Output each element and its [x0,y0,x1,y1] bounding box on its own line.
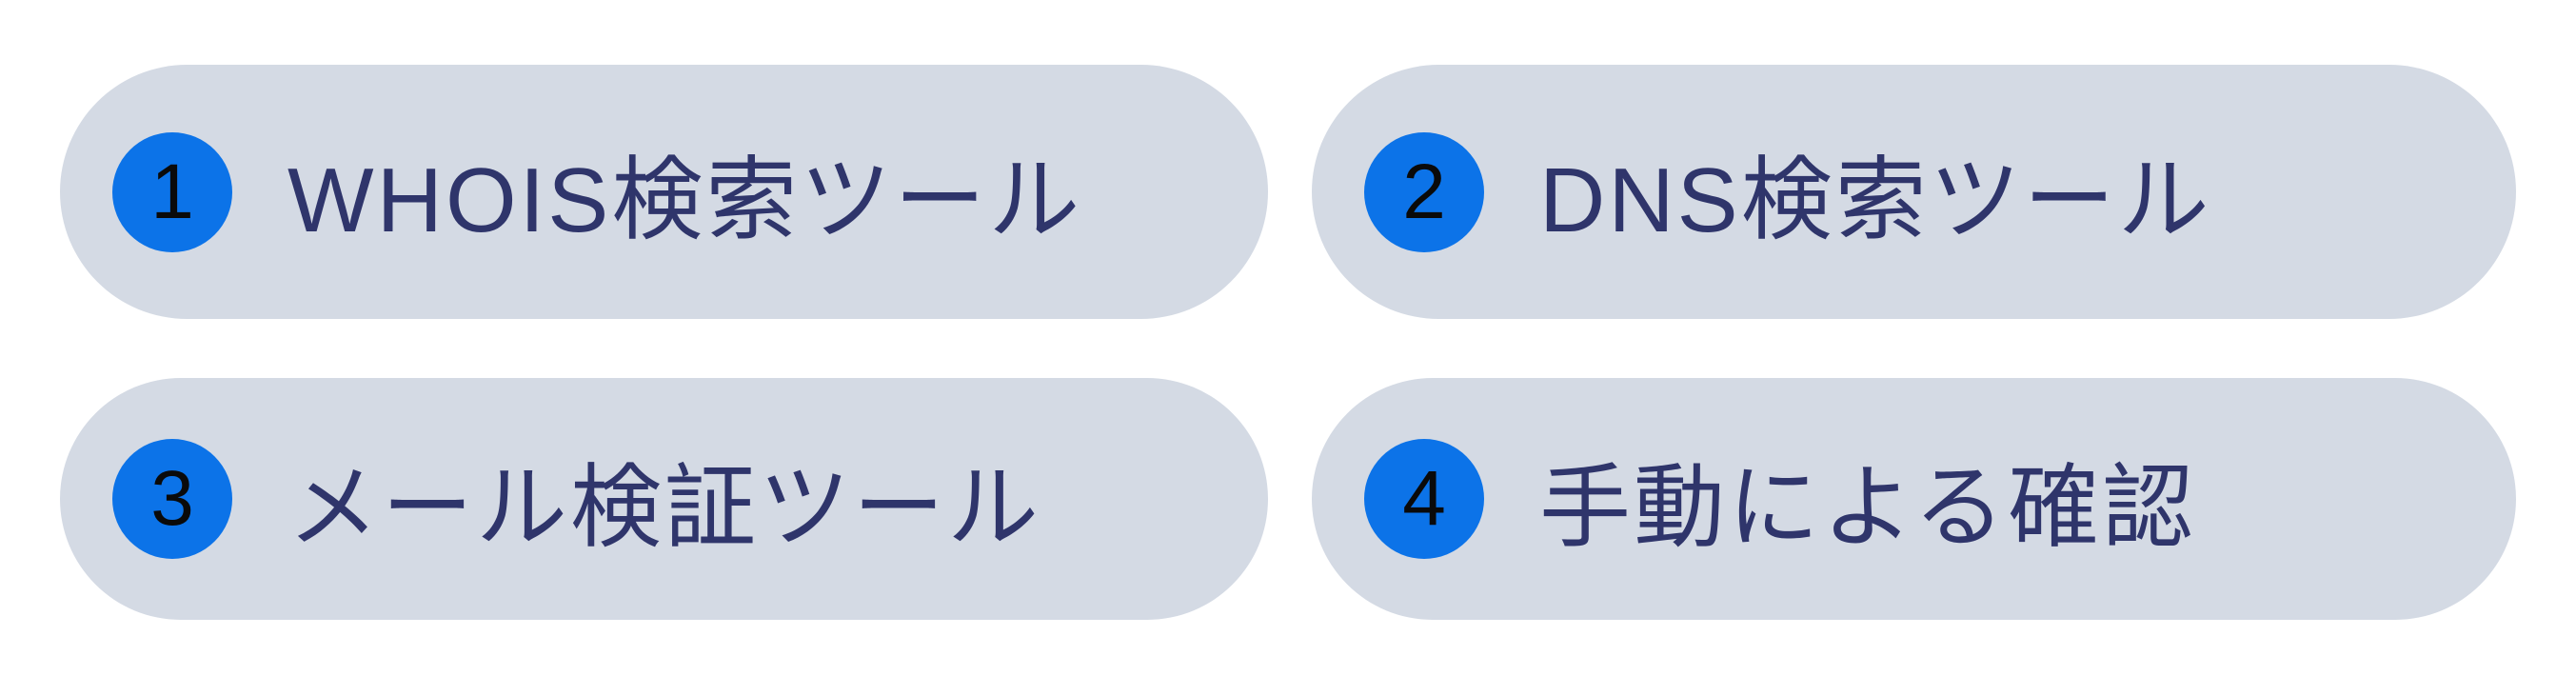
tool-item-whois: 1 WHOIS検索ツール [60,65,1268,319]
tool-label: DNS検索ツール [1539,149,2212,251]
tools-grid: 1 WHOIS検索ツール 2 DNS検索ツール 3 メール検証ツール 4 手動に… [60,65,2516,620]
tool-item-manual-check: 4 手動による確認 [1312,378,2516,620]
step-number-badge: 3 [112,439,232,559]
tool-label: WHOIS検索ツール [287,149,1083,251]
tool-label: 手動による確認 [1539,456,2197,559]
tool-label: メール検証ツール [287,456,1041,559]
step-number-badge: 4 [1364,439,1484,559]
tool-item-dns: 2 DNS検索ツール [1312,65,2516,319]
step-number: 4 [1402,455,1446,542]
step-number: 1 [150,148,194,235]
tool-item-mail-verification: 3 メール検証ツール [60,378,1268,620]
step-number: 2 [1402,148,1446,235]
step-number: 3 [150,455,194,542]
step-number-badge: 1 [112,131,232,252]
step-number-badge: 2 [1364,131,1484,252]
